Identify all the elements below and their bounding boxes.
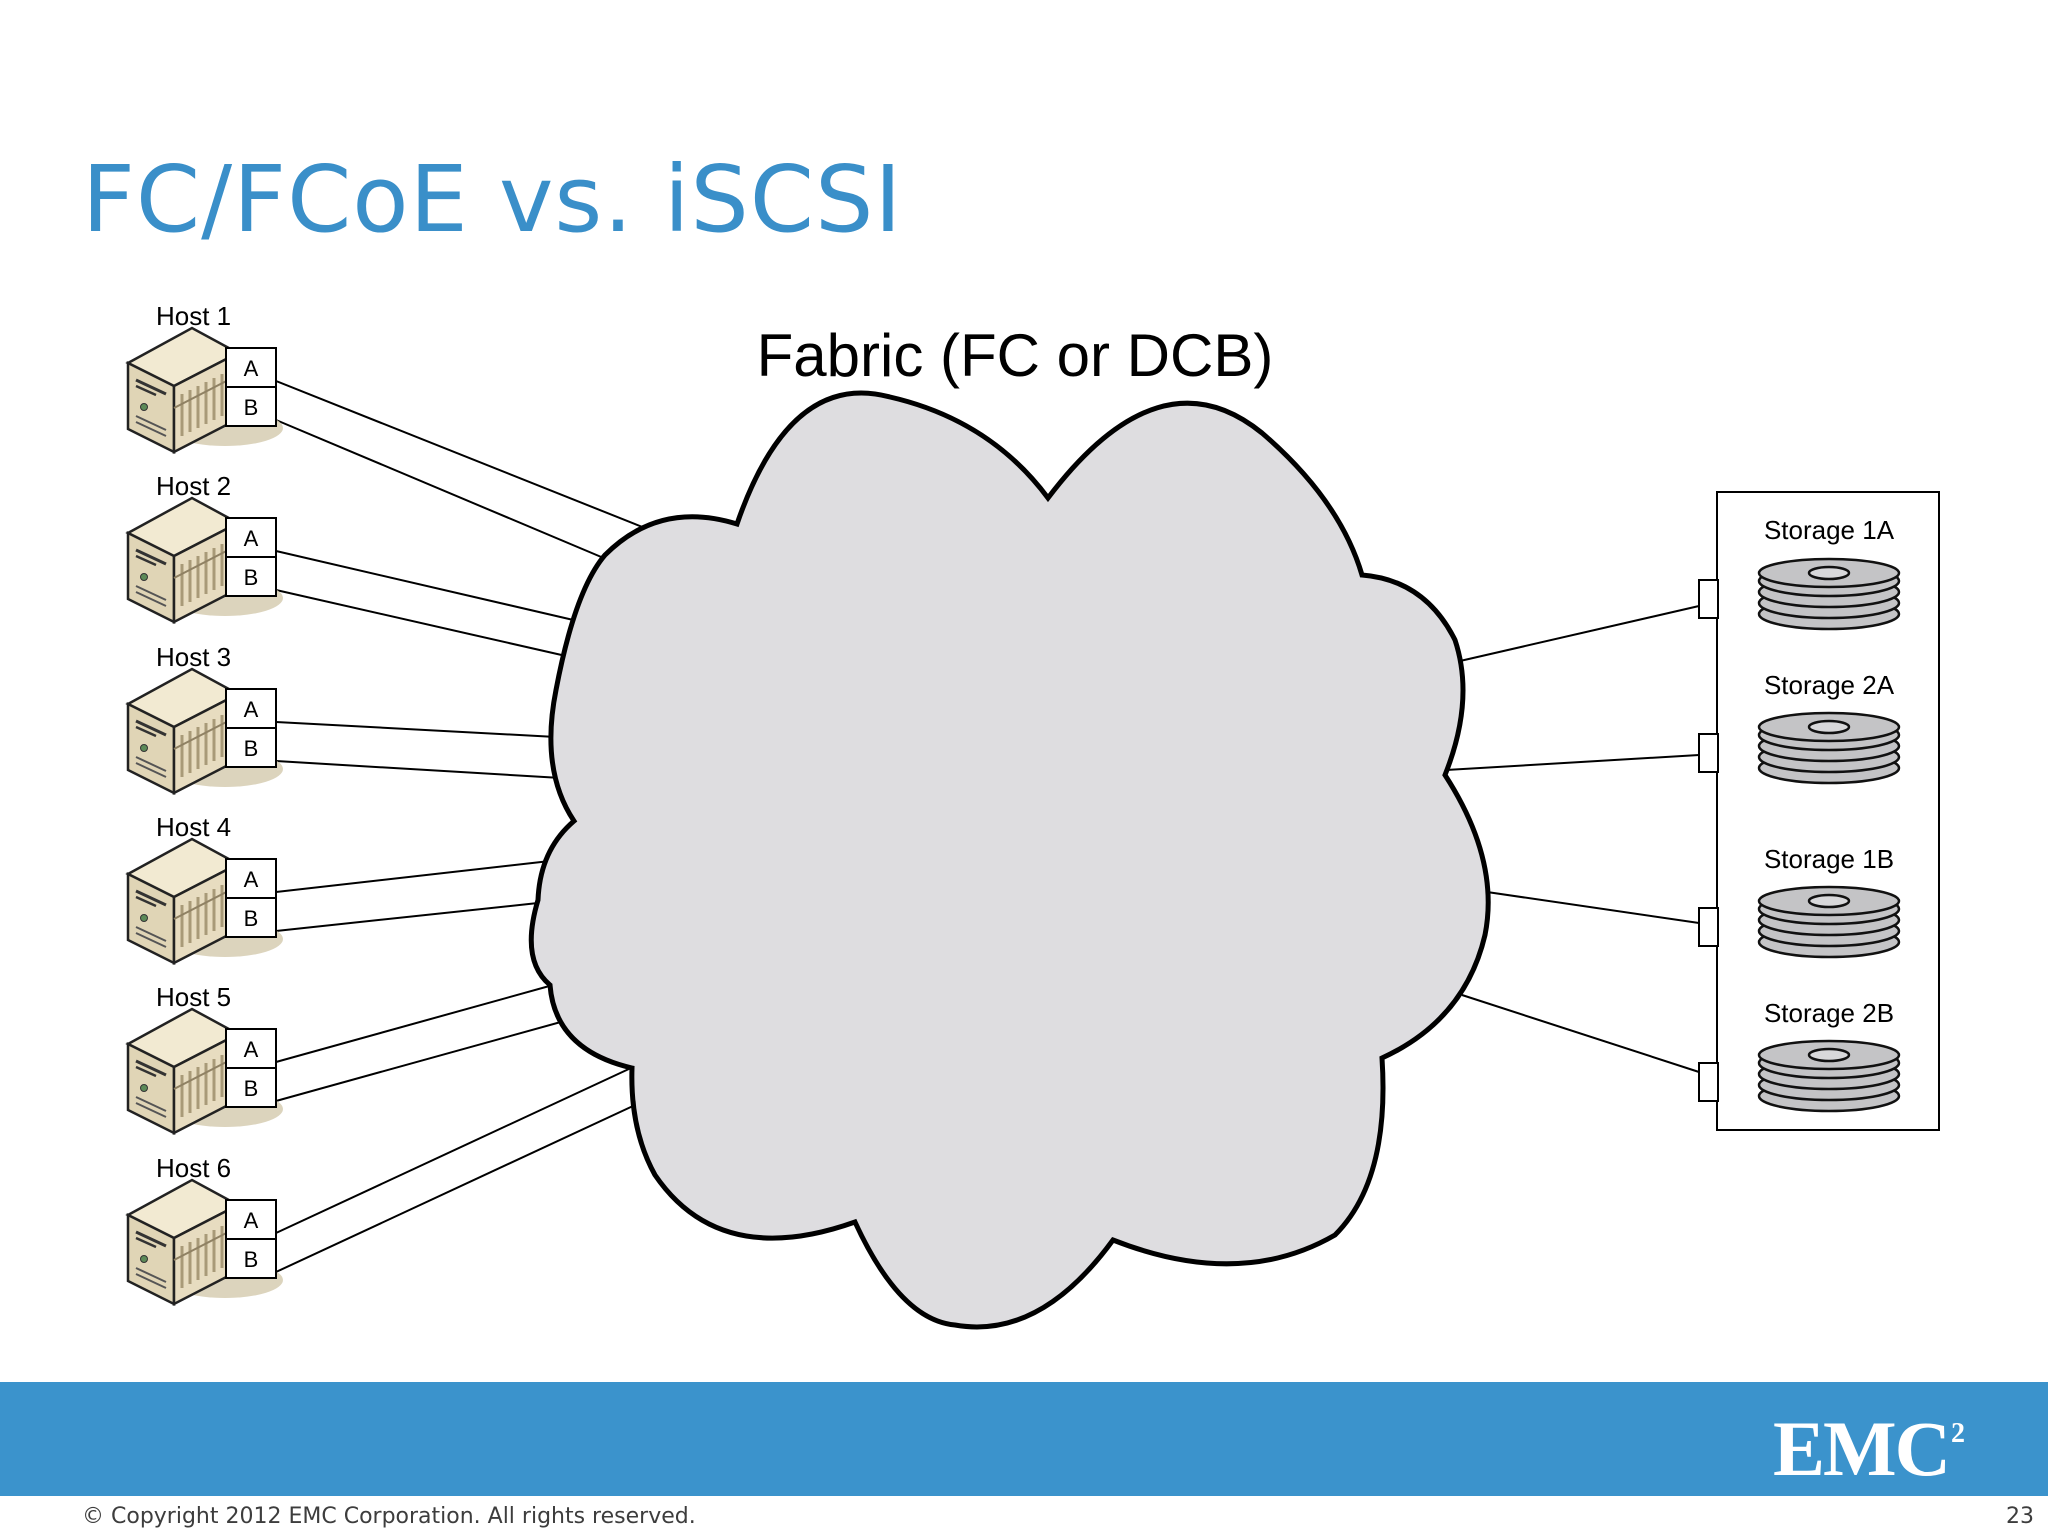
emc-logo: EMC2 [1773,1405,1965,1488]
disk-stack-icon [1757,711,1901,785]
link-host1-a [275,380,666,537]
logo-text: EMC [1773,1405,1951,1492]
host-label: Host 2 [156,471,231,501]
link-host4-a [275,860,551,893]
port-a-label: A [244,867,259,892]
port-a-label: A [244,697,259,722]
link-host2-b [275,589,567,657]
link-host5-b [275,1019,569,1102]
storage-array: Storage 1A Storage 2A Storage 1B Storage… [1698,491,1940,1131]
link-host2-a [275,550,583,623]
host-label: Host 5 [156,982,231,1012]
footer-band [0,1382,2048,1496]
port-a-label: A [244,1037,259,1062]
host-4: Host 4 A B [126,812,285,965]
link-host3-a [275,721,557,738]
port-a-label: A [244,526,259,551]
port-b-label: B [244,906,259,931]
host-2: Host 2 A B [126,471,285,624]
host-5: Host 5 A B [126,982,285,1135]
port-b-label: B [244,395,259,420]
port-a-label: A [244,1208,259,1233]
link-host6-b [275,1105,634,1273]
fabric-label: Fabric (FC or DCB) [757,322,1274,389]
link-host6-a [275,1067,632,1234]
host-label: Host 3 [156,642,231,672]
link-storage-1a [1459,605,1700,662]
host-label: Host 4 [156,812,231,842]
storage-label-1a: Storage 1A [1764,515,1895,545]
fabric-cloud-icon [528,390,1491,1330]
host-label: Host 6 [156,1153,231,1183]
page-number: 23 [2006,1504,2034,1529]
link-host3-b [275,760,562,779]
storage-port-2a [1698,733,1719,773]
port-b-label: B [244,1247,259,1272]
host-label: Host 1 [156,301,231,331]
link-host4-b [275,902,539,932]
storage-port-1a [1698,579,1719,619]
connection-lines [275,380,1700,1273]
link-host1-b [275,419,626,568]
copyright-notice: © Copyright 2012 EMC Corporation. All ri… [82,1504,696,1529]
logo-superscript: 2 [1951,1418,1965,1449]
port-b-label: B [244,736,259,761]
host-6: Host 6 A B [126,1153,285,1306]
link-storage-1b [1486,891,1700,924]
host-3: Host 3 A B [126,642,285,795]
port-a-label: A [244,356,259,381]
hosts-group: Host 1 A B Host 2 A B Host 3 A B Host 4 [126,301,285,1306]
storage-label-2a: Storage 2A [1764,670,1895,700]
host-1: Host 1 A B [126,301,285,454]
link-storage-2a [1445,754,1700,771]
port-b-label: B [244,1076,259,1101]
storage-label-1b: Storage 1B [1764,844,1894,874]
storage-port-1b [1698,907,1719,947]
disk-stack-icon [1757,1039,1901,1113]
network-diagram: Fabric (FC or DCB) Host 1 A B Host 2 A B… [126,301,1940,1330]
link-storage-2b [1461,994,1700,1073]
link-host5-a [275,984,554,1063]
port-b-label: B [244,565,259,590]
disk-stack-icon [1757,557,1901,631]
slide-title: FC/FCoE vs. iSCSI [82,146,903,253]
disk-stack-icon [1757,885,1901,959]
storage-port-2b [1698,1062,1719,1102]
storage-label-2b: Storage 2B [1764,998,1894,1028]
